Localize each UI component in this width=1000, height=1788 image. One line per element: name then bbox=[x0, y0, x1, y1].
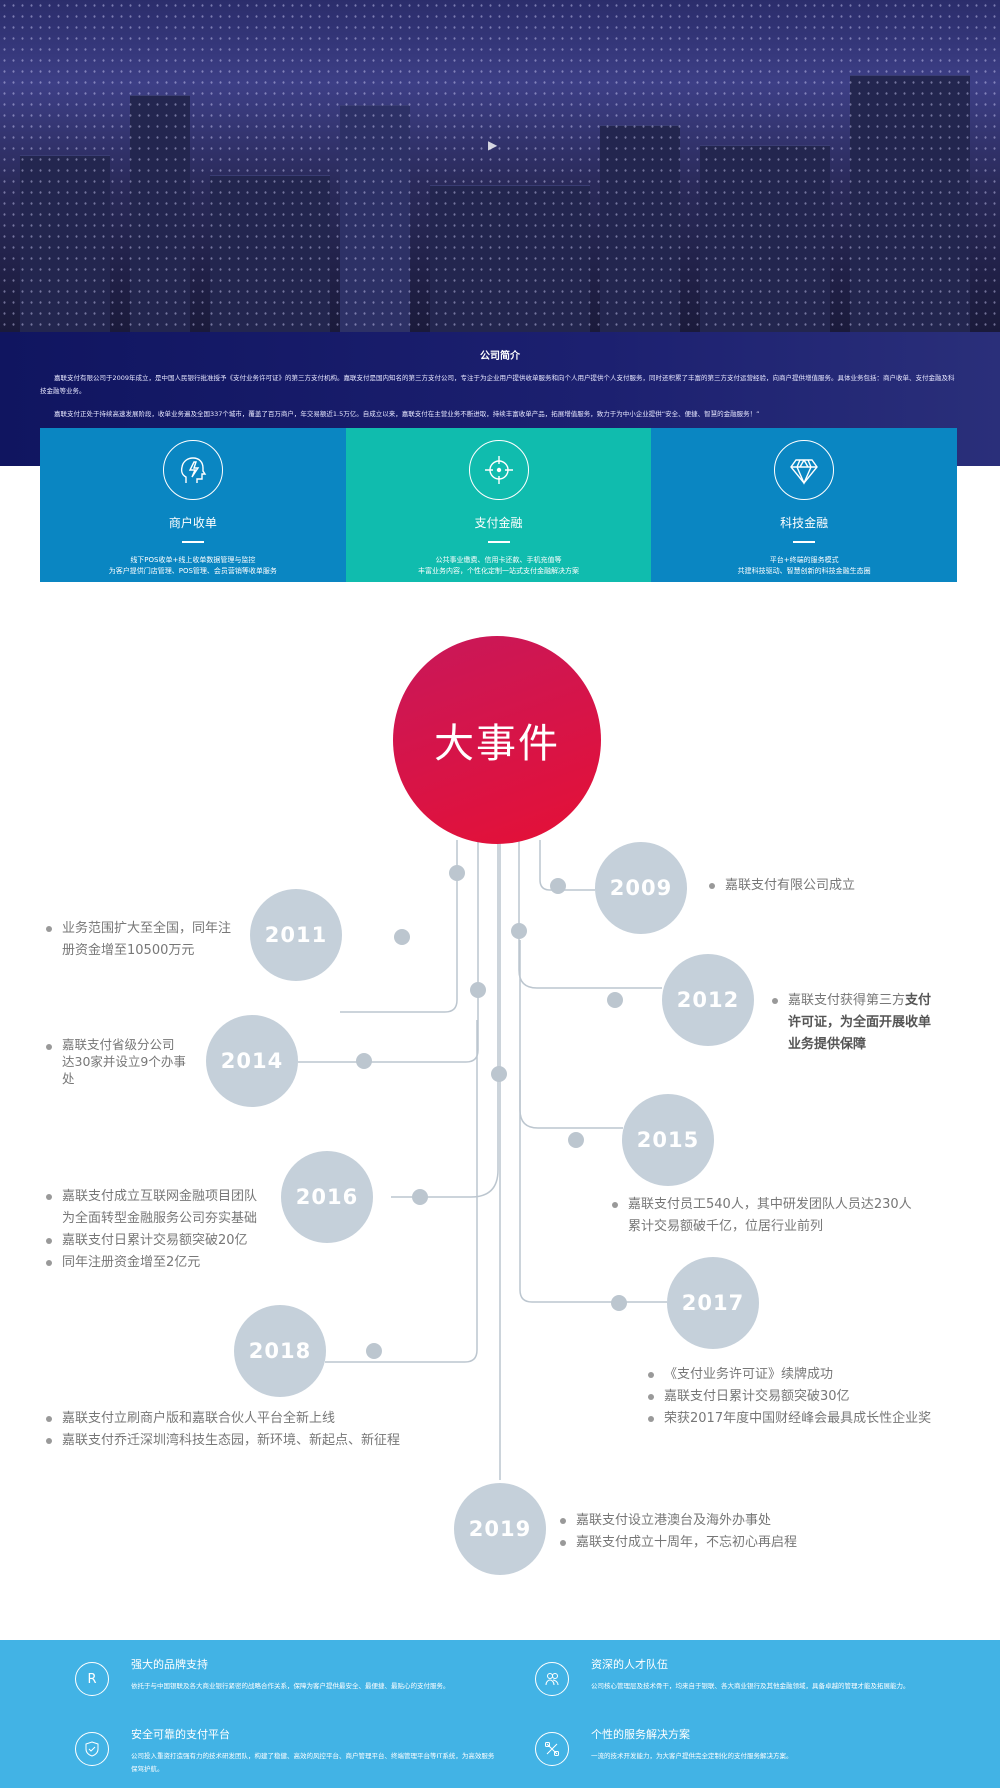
event-list: 业务范围扩大至全国，同年注册资金增至10500万元 bbox=[46, 918, 231, 962]
feature-talent: 资深的人才队伍公司核心管理层及技术骨干，均来自于银联、各大商业银行及其他金融领域… bbox=[535, 1654, 955, 1696]
event-item: 嘉联支付立刷商户版和嘉联合伙人平台全新上线 bbox=[46, 1408, 466, 1430]
card-desc: 平台+终端的服务模式 bbox=[769, 556, 839, 564]
head-lightning-icon bbox=[162, 440, 223, 500]
feature-title: 强大的品牌支持 bbox=[131, 1658, 208, 1671]
timeline: 大事件 2009 嘉联支付有限公司成立 2011 业务范围扩大至全国，同年注册资… bbox=[0, 600, 1000, 1640]
event-list: 嘉联支付有限公司成立 bbox=[709, 875, 909, 897]
event-item: 嘉联支付有限公司成立 bbox=[709, 875, 909, 897]
feature-desc: 一流的技术开发能力，为大客户提供完全定制化的支付服务解决方案。 bbox=[591, 1752, 793, 1760]
event-text: 嘉联支付获得第三方 bbox=[788, 993, 906, 1008]
feature-title: 安全可靠的支付平台 bbox=[131, 1728, 230, 1741]
card-tech-finance[interactable]: 科技金融 平台+终端的服务模式共建科技驱动、智慧创新的科技金融生态圈 bbox=[651, 428, 958, 582]
intro-title: 公司简介 bbox=[480, 351, 520, 362]
event-item: 嘉联支付设立港澳台及海外办事处 bbox=[560, 1510, 880, 1532]
event-item: 嘉联支付省级分公司达30家并设立9个办事处 bbox=[46, 1036, 186, 1087]
year-2012: 2012 bbox=[662, 954, 754, 1046]
card-payment-finance[interactable]: 支付金融 公共事业缴费、信用卡还款、手机充值等丰富业务内容，个性化定制一站式支付… bbox=[345, 428, 652, 582]
card-title: 支付金融 bbox=[474, 516, 523, 530]
event-item: 嘉联支付日累计交易额突破20亿 bbox=[46, 1230, 266, 1252]
event-list: 嘉联支付成立互联网金融项目团队为全面转型金融服务公司夯实基础嘉联支付日累计交易额… bbox=[46, 1186, 266, 1274]
hero-banner: ▶ bbox=[0, 0, 1000, 335]
service-cards: 商户收单 线下POS收单+线上收单数据管理与监控为客户提供门店管理、POS管理、… bbox=[40, 428, 958, 582]
tools-icon bbox=[535, 1732, 569, 1766]
card-desc: 线下POS收单+线上收单数据管理与监控 bbox=[130, 556, 256, 564]
card-title: 科技金融 bbox=[780, 516, 829, 530]
event-item: 嘉联支付乔迁深圳湾科技生态园，新环境、新起点、新征程 bbox=[46, 1430, 466, 1452]
event-list: 嘉联支付立刷商户版和嘉联合伙人平台全新上线嘉联支付乔迁深圳湾科技生态园，新环境、… bbox=[46, 1408, 466, 1452]
card-desc: 公共事业缴费、信用卡还款、手机充值等 bbox=[435, 556, 562, 564]
feature-desc: 公司核心管理层及技术骨干，均来自于银联、各大商业银行及其他金融领域，具备卓越的管… bbox=[591, 1682, 910, 1690]
shield-check-icon bbox=[75, 1732, 109, 1766]
event-item: 嘉联支付获得第三方支付许可证，为全面开展收单业务提供保障 bbox=[772, 990, 932, 1056]
feature-title: 个性的服务解决方案 bbox=[591, 1728, 690, 1741]
event-item: 业务范围扩大至全国，同年注册资金增至10500万元 bbox=[46, 918, 231, 962]
card-merchant-acquiring[interactable]: 商户收单 线下POS收单+线上收单数据管理与监控为客户提供门店管理、POS管理、… bbox=[40, 428, 346, 582]
team-icon bbox=[535, 1662, 569, 1696]
event-list: 嘉联支付员工540人，其中研发团队人员达230人累计交易额破千亿，位居行业前列 bbox=[612, 1194, 912, 1238]
event-item: 嘉联支付成立互联网金融项目团队为全面转型金融服务公司夯实基础 bbox=[46, 1186, 266, 1230]
divider bbox=[181, 541, 204, 543]
event-list: 嘉联支付获得第三方支付许可证，为全面开展收单业务提供保障 bbox=[772, 990, 932, 1056]
feature-title: 资深的人才队伍 bbox=[591, 1658, 668, 1671]
divider bbox=[487, 541, 510, 543]
feature-desc: 公司投入重资打造强有力的技术研发团队，构建了稳健、高效的风控平台、商户管理平台、… bbox=[131, 1752, 495, 1773]
timeline-connectors bbox=[298, 840, 667, 1480]
play-icon[interactable]: ▶ bbox=[488, 138, 498, 152]
advantages-section: R 强大的品牌支持依托于与中国银联及各大商业银行紧密的战略合作关系，保障为客户提… bbox=[0, 1640, 1000, 1788]
event-list: 嘉联支付设立港澳台及海外办事处嘉联支付成立十周年，不忘初心再启程 bbox=[560, 1510, 880, 1554]
event-list: 《支付业务许可证》续牌成功嘉联支付日累计交易额突破30亿荣获2017年度中国财经… bbox=[648, 1364, 988, 1430]
year-2009: 2009 bbox=[595, 842, 687, 934]
card-title: 商户收单 bbox=[168, 516, 217, 530]
event-item: 嘉联支付员工540人，其中研发团队人员达230人累计交易额破千亿，位居行业前列 bbox=[612, 1194, 912, 1238]
year-2011: 2011 bbox=[250, 889, 342, 981]
feature-custom-solution: 个性的服务解决方案一流的技术开发能力，为大客户提供完全定制化的支付服务解决方案。 bbox=[535, 1724, 955, 1766]
intro-paragraph-1: 嘉联支付有限公司于2009年成立，是中国人民银行批准授予《支付业务许可证》的第三… bbox=[40, 374, 955, 395]
year-2015: 2015 bbox=[622, 1094, 714, 1186]
year-2016: 2016 bbox=[281, 1151, 373, 1243]
card-desc: 丰富业务内容，个性化定制一站式支付金融解决方案 bbox=[418, 567, 579, 575]
divider bbox=[793, 541, 816, 543]
target-icon bbox=[468, 440, 529, 500]
feature-brand: R 强大的品牌支持依托于与中国银联及各大商业银行紧密的战略合作关系，保障为客户提… bbox=[75, 1654, 495, 1696]
card-desc: 共建科技驱动、智慧创新的科技金融生态圈 bbox=[737, 567, 871, 575]
year-2014: 2014 bbox=[206, 1015, 298, 1107]
event-list: 嘉联支付省级分公司达30家并设立9个办事处 bbox=[46, 1036, 186, 1087]
timeline-title-circle: 大事件 bbox=[393, 636, 601, 844]
event-text: 支付许可证，为全面开展收单业务提供保障 bbox=[788, 993, 932, 1052]
feature-desc: 依托于与中国银联及各大商业银行紧密的战略合作关系，保障为客户提供最安全、最便捷、… bbox=[131, 1682, 450, 1690]
feature-secure-platform: 安全可靠的支付平台公司投入重资打造强有力的技术研发团队，构建了稳健、高效的风控平… bbox=[75, 1724, 495, 1776]
event-item: 嘉联支付成立十周年，不忘初心再启程 bbox=[560, 1532, 880, 1554]
year-2019: 2019 bbox=[454, 1483, 546, 1575]
event-item: 荣获2017年度中国财经峰会最具成长性企业奖 bbox=[648, 1408, 988, 1430]
event-item: 嘉联支付日累计交易额突破30亿 bbox=[648, 1386, 988, 1408]
year-2017: 2017 bbox=[667, 1257, 759, 1349]
card-desc: 为客户提供门店管理、POS管理、会员营销等收单服务 bbox=[108, 567, 277, 575]
intro-paragraph-2: 嘉联支付正处于持续高速发展阶段，收单业务遍及全国337个城市，覆盖了百万商户，年… bbox=[54, 410, 760, 418]
diamond-icon bbox=[774, 440, 835, 500]
registered-icon: R bbox=[75, 1662, 109, 1696]
event-item: 同年注册资金增至2亿元 bbox=[46, 1252, 266, 1274]
year-2018: 2018 bbox=[234, 1305, 326, 1397]
event-item: 《支付业务许可证》续牌成功 bbox=[648, 1364, 988, 1386]
